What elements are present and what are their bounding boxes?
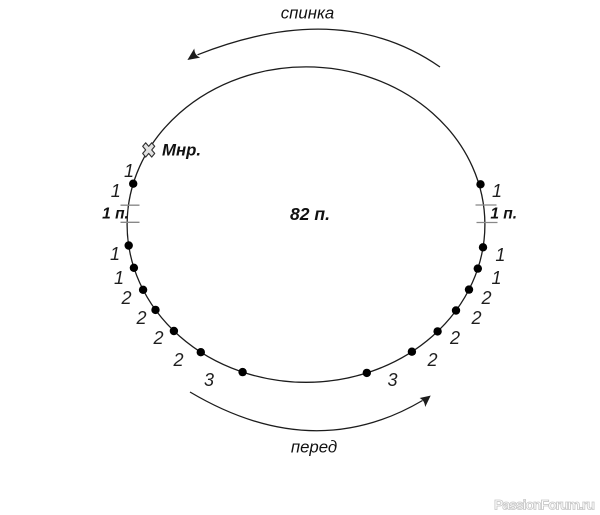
svg-text:3: 3 bbox=[387, 370, 397, 390]
svg-text:1: 1 bbox=[110, 244, 120, 264]
svg-text:PassionForum.ru: PassionForum.ru bbox=[494, 498, 595, 514]
svg-text:2: 2 bbox=[480, 288, 491, 308]
svg-text:1: 1 bbox=[491, 268, 501, 288]
svg-text:спинка: спинка bbox=[281, 4, 334, 23]
svg-text:1: 1 bbox=[495, 245, 505, 265]
svg-text:2: 2 bbox=[152, 328, 163, 348]
svg-text:1: 1 bbox=[124, 161, 134, 181]
svg-text:2: 2 bbox=[449, 328, 460, 348]
svg-text:3: 3 bbox=[204, 370, 214, 390]
svg-text:1: 1 bbox=[111, 181, 121, 201]
svg-text:2: 2 bbox=[120, 288, 131, 308]
svg-text:2: 2 bbox=[172, 350, 183, 370]
svg-text:2: 2 bbox=[135, 308, 146, 328]
svg-text:1 п.: 1 п. bbox=[490, 205, 517, 222]
svg-text:2: 2 bbox=[470, 308, 481, 328]
svg-text:Мнр.: Мнр. bbox=[162, 141, 201, 160]
svg-text:2: 2 bbox=[426, 350, 437, 370]
svg-text:перед: перед bbox=[291, 438, 337, 457]
svg-text:82 п.: 82 п. bbox=[290, 204, 330, 224]
svg-text:1 п.: 1 п. bbox=[102, 206, 129, 223]
svg-text:1: 1 bbox=[492, 181, 502, 201]
svg-text:1: 1 bbox=[114, 268, 124, 288]
